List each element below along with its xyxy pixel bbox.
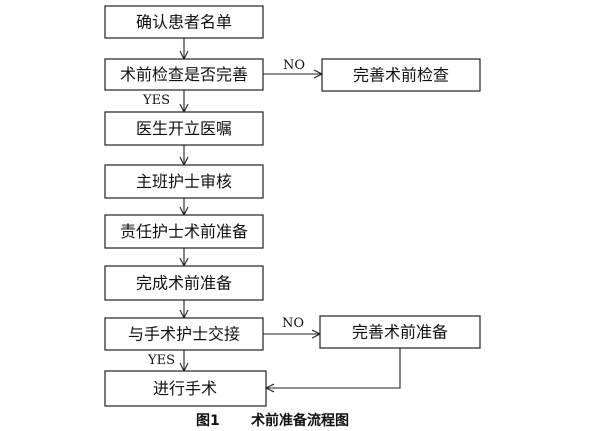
node-responsible-nurse-prep: 责任护士术前准备 xyxy=(104,214,264,249)
node-prep-done-label: 完成术前准备 xyxy=(136,274,232,293)
connectors xyxy=(184,38,401,388)
node-prep-done: 完成术前准备 xyxy=(104,265,264,301)
label-check-yes: YES xyxy=(142,93,170,108)
node-doctor-orders-label: 医生开立医嘱 xyxy=(136,119,232,138)
edge-labels: NO YES NO YES xyxy=(142,58,305,368)
node-head-nurse-review-label: 主班护士审核 xyxy=(136,172,232,191)
label-check-no: NO xyxy=(283,58,305,73)
arrow-complete-prep-to-surgery xyxy=(266,348,401,388)
node-surgery-label: 进行手术 xyxy=(153,379,217,398)
node-head-nurse-review: 主班护士审核 xyxy=(104,164,264,199)
figure-number: 图1 xyxy=(196,413,220,429)
label-handover-yes: YES xyxy=(147,353,175,368)
node-responsible-nurse-prep-label: 责任护士术前准备 xyxy=(120,222,248,241)
node-confirm-list: 确认患者名单 xyxy=(104,5,264,39)
node-complete-check: 完善术前检查 xyxy=(321,58,481,92)
node-surgery: 进行手术 xyxy=(104,370,267,407)
node-complete-prep: 完善术前准备 xyxy=(319,315,481,349)
node-handover-label: 与手术护士交接 xyxy=(128,325,240,344)
node-handover: 与手术护士交接 xyxy=(104,317,264,351)
node-preop-check: 术前检查是否完善 xyxy=(104,58,264,91)
figure-caption: 图1 术前准备流程图 xyxy=(196,412,349,429)
node-complete-prep-label: 完善术前准备 xyxy=(352,323,448,342)
node-complete-check-label: 完善术前检查 xyxy=(353,66,449,85)
figure-title: 术前准备流程图 xyxy=(251,412,349,429)
label-handover-no: NO xyxy=(282,316,304,331)
node-confirm-list-label: 确认患者名单 xyxy=(136,13,232,32)
node-doctor-orders: 医生开立医嘱 xyxy=(104,111,264,146)
node-preop-check-label: 术前检查是否完善 xyxy=(120,65,248,84)
